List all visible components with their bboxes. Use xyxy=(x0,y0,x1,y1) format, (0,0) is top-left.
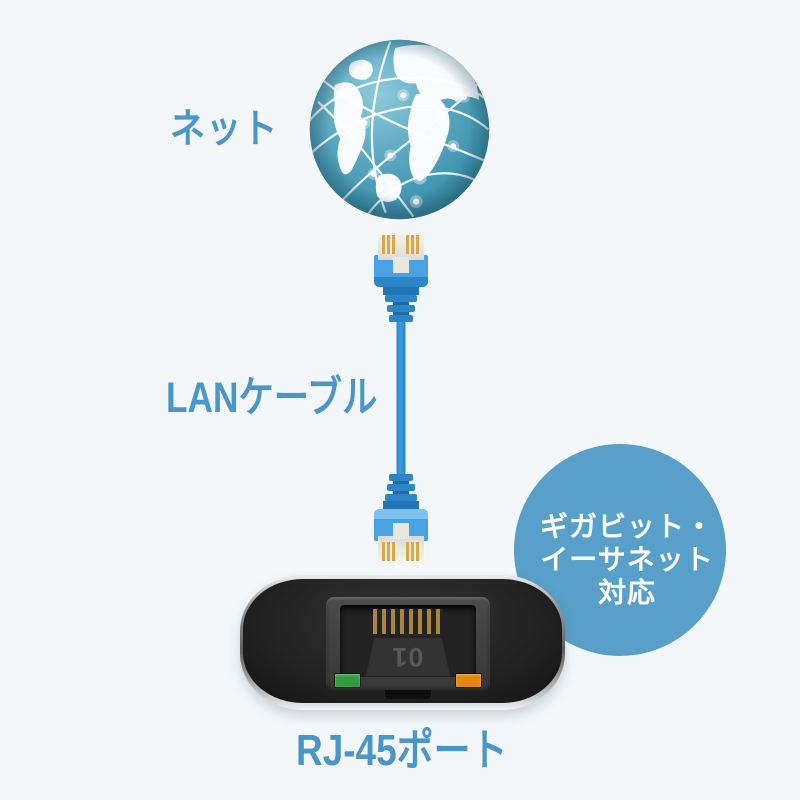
rj45-port-pins-icon xyxy=(373,609,443,634)
led-green-icon xyxy=(335,674,360,687)
plug-head xyxy=(378,523,424,563)
usb-hub-device: 01 xyxy=(240,575,565,710)
strain-relief-ridge xyxy=(385,494,417,501)
strain-relief-ridge xyxy=(387,305,415,312)
plug-latch xyxy=(393,523,409,539)
plug-neck xyxy=(383,287,419,295)
internet-label: ネット xyxy=(170,107,279,151)
lan-cable-line xyxy=(396,320,406,476)
badge-line-3: 対応 xyxy=(597,576,656,608)
lan-cable-label: LANケーブル xyxy=(166,374,378,422)
rj45-port-recess: 01 xyxy=(340,605,476,677)
badge-line-1: ギガビット・ xyxy=(539,510,714,542)
plug-head xyxy=(378,233,424,273)
strain-relief-ridge xyxy=(387,484,415,491)
device-face: 01 xyxy=(243,579,562,703)
badge-line-2: イーサネット xyxy=(540,543,714,575)
strain-relief-gap xyxy=(393,491,409,494)
port-notch xyxy=(385,690,431,699)
strain-relief-ridge xyxy=(385,295,417,302)
globe-icon xyxy=(309,39,490,220)
rj45-plug-bottom-icon xyxy=(374,474,428,563)
rj45-plug-top-icon xyxy=(374,233,428,322)
plug-pins-icon xyxy=(382,235,396,254)
plug-latch xyxy=(393,257,409,273)
rj45-port-plate xyxy=(366,638,450,676)
strain-relief-gap xyxy=(393,302,409,305)
strain-relief-ridge xyxy=(389,474,413,481)
rj45-port: 01 xyxy=(326,597,490,699)
strain-relief-ridge xyxy=(389,315,413,322)
port-number-label: 01 xyxy=(391,642,424,672)
plug-pins-icon xyxy=(382,542,396,561)
plug-pins-icon xyxy=(406,235,420,254)
plug-pins-icon xyxy=(406,542,420,561)
strain-relief-gap xyxy=(393,312,409,315)
led-orange-icon xyxy=(456,674,481,687)
badge-text: ギガビット・ イーサネット 対応 xyxy=(540,510,714,609)
rj45-port-label: RJ-45ポート xyxy=(296,726,508,775)
plug-neck xyxy=(383,501,419,509)
strain-relief-gap xyxy=(393,481,409,484)
